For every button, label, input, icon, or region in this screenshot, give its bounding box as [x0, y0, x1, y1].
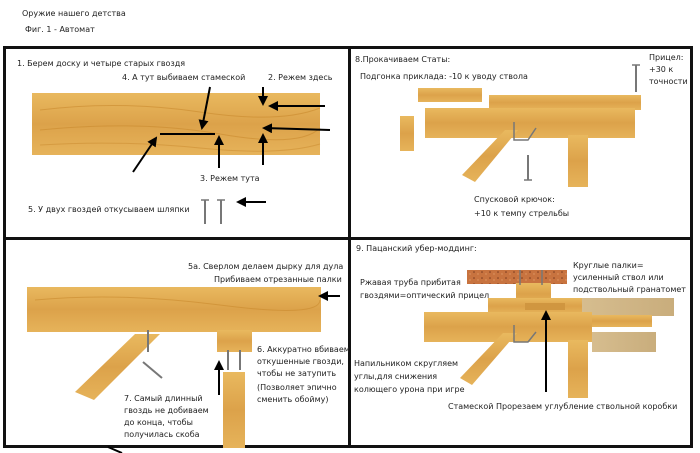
label-round-2: усиленный ствол или [573, 273, 664, 282]
label-step6-4: (Позволяет эпично [257, 383, 337, 392]
label-step4: 4. А тут выбиваем стамеской [122, 73, 246, 82]
label-file-2: углы,для снижения [354, 372, 438, 381]
label-stock: Подгонка приклада: -10 к уводу ствола [360, 72, 528, 81]
label-step6-5: сменить обойму) [257, 395, 329, 404]
label-round-1: Круглые палки= [573, 261, 644, 270]
label-nail-sticks: Прибиваем отрезанные палки [214, 275, 342, 284]
arrow-diagonal [132, 136, 158, 173]
arrow-cut-left [262, 123, 331, 134]
figure-caption: Фиг. 1 - Автомат [25, 25, 95, 34]
gun-body-step5a [27, 287, 321, 448]
label-step3: 3. Режем тута [200, 174, 260, 183]
nail-icon [201, 199, 225, 224]
label-sight-3: точности [649, 77, 688, 86]
label-step7-2: гвоздь не добиваем [124, 406, 209, 415]
panel-step5a [3, 237, 351, 448]
label-step7-4: получилась скоба [124, 430, 200, 439]
board-plank [32, 93, 321, 155]
label-step7-1: 7. Самый длинный [124, 394, 203, 403]
label-file-3: колющего урона при игре [354, 385, 465, 394]
label-step2: 2. Режем здесь [268, 73, 333, 82]
label-chisel-groove: Стамеской Прорезаем углубление ствольной… [448, 402, 678, 411]
label-modding-title: 9. Пацанский убер-моддинг: [356, 244, 477, 253]
label-pipe-2: гвоздями=оптический прицел [360, 291, 490, 300]
label-trigger-1: Спусковой крючок: [474, 195, 555, 204]
label-step1: 1. Берем доску и четыре старых гвоздя [17, 59, 186, 68]
gun-body-step9 [424, 270, 674, 398]
label-step7-3: до конца, чтобы [124, 418, 193, 427]
label-sight-2: +30 к [649, 65, 674, 74]
arrow-chisel [198, 86, 211, 130]
page-title: Оружие нашего детства [22, 9, 126, 18]
nail-icon [142, 330, 241, 379]
nail-icon [524, 64, 640, 181]
label-step6-1: 6. Аккуратно вбиваем [257, 345, 350, 354]
label-file-1: Напильником скругляем [354, 359, 459, 368]
bottom-arrow [107, 446, 123, 453]
label-step6-2: откушенные гвозди, [257, 357, 344, 366]
label-drill: 5а. Сверлом делаем дырку для дула [188, 262, 344, 271]
label-pipe-1: Ржавая труба прибитая [360, 278, 461, 287]
label-trigger-2: +10 к темпу стрельбы [474, 209, 570, 218]
label-sight-1: Прицел: [649, 53, 684, 62]
label-step5: 5. У двух гвоздей откусываем шляпки [28, 205, 190, 214]
label-round-3: подствольный гранатомет [573, 285, 686, 294]
label-stats-title: 8.Прокачиваем Статы: [355, 55, 451, 64]
gun-body-step8 [400, 88, 641, 187]
label-step6-3: чтобы не затупить [257, 369, 337, 378]
